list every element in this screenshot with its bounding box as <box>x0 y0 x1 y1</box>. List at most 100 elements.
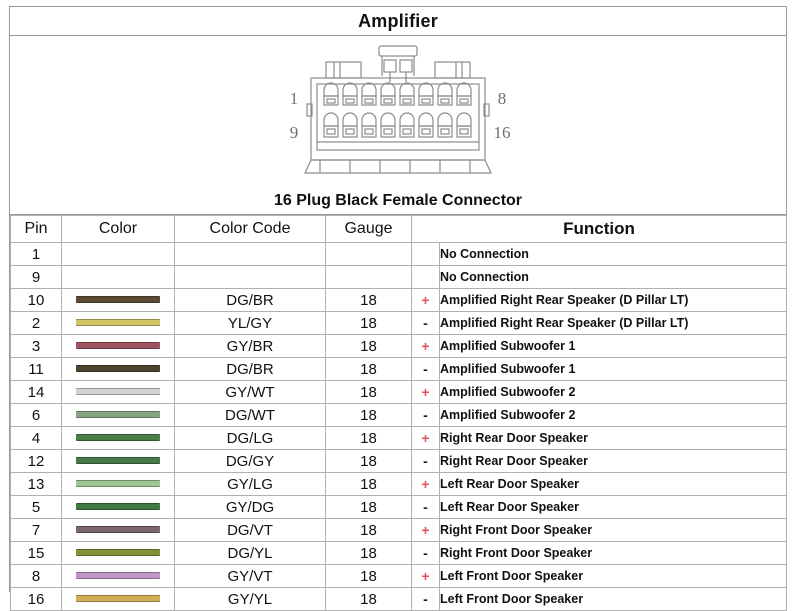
cell-function: Right Rear Door Speaker <box>438 449 788 473</box>
cell-color-code: YL/GY <box>174 311 326 335</box>
cell-pin: 2 <box>10 311 62 335</box>
connector-pin-label-bottom-left: 9 <box>290 123 299 142</box>
cell-gauge: 18 <box>325 288 412 312</box>
cell-gauge: 18 <box>325 357 412 381</box>
cell-gauge: 18 <box>325 311 412 335</box>
cell-polarity: + <box>411 564 440 588</box>
wire-color-swatch <box>76 411 160 419</box>
cell-color-code: GY/WT <box>174 380 326 404</box>
cell-pin: 16 <box>10 587 62 611</box>
wire-color-swatch <box>76 480 160 488</box>
cell-polarity: + <box>411 334 440 358</box>
cell-polarity: - <box>411 587 440 611</box>
cell-pin: 7 <box>10 518 62 542</box>
column-header-pin: Pin <box>10 215 62 243</box>
cell-wire-color <box>61 311 175 335</box>
cell-function: No Connection <box>438 265 788 289</box>
wire-color-swatch <box>76 526 160 534</box>
cell-color-code <box>174 242 326 266</box>
diagram-frame: Amplifier <box>9 6 788 611</box>
cell-polarity: - <box>411 495 440 519</box>
wire-color-swatch <box>76 365 160 373</box>
cell-function: Amplified Right Rear Speaker (D Pillar L… <box>438 288 788 312</box>
wire-color-swatch <box>76 503 160 511</box>
wire-color-swatch <box>76 388 160 396</box>
cell-wire-color <box>61 472 175 496</box>
cell-color-code: DG/VT <box>174 518 326 542</box>
page-title: Amplifier <box>358 10 438 31</box>
cell-function: Amplified Subwoofer 2 <box>438 403 788 427</box>
cell-wire-color <box>61 426 175 450</box>
wire-color-swatch <box>76 319 160 327</box>
cell-pin: 8 <box>10 564 62 588</box>
column-header-gauge: Gauge <box>325 215 412 243</box>
cell-pin: 6 <box>10 403 62 427</box>
connector-pin-label-bottom-right: 16 <box>494 123 511 142</box>
cell-polarity: - <box>411 311 440 335</box>
cell-polarity: + <box>411 288 440 312</box>
cell-wire-color <box>61 449 175 473</box>
cell-function: No Connection <box>438 242 788 266</box>
cell-pin: 5 <box>10 495 62 519</box>
cell-wire-color <box>61 265 175 289</box>
cell-wire-color <box>61 403 175 427</box>
wire-color-swatch <box>76 434 160 442</box>
cell-polarity: - <box>411 449 440 473</box>
wire-color-swatch <box>76 296 160 304</box>
cell-function: Right Front Door Speaker <box>438 518 788 542</box>
cell-polarity <box>411 265 440 289</box>
connector-pin-label-top-right: 8 <box>498 89 507 108</box>
cell-polarity <box>411 242 440 266</box>
cell-wire-color <box>61 495 175 519</box>
connector-drawing: 1 8 9 16 <box>290 45 511 174</box>
cell-color-code: GY/LG <box>174 472 326 496</box>
cell-wire-color <box>61 564 175 588</box>
cell-pin: 12 <box>10 449 62 473</box>
cell-wire-color <box>61 587 175 611</box>
column-header-color: Color <box>61 215 175 243</box>
cell-function: Amplified Right Rear Speaker (D Pillar L… <box>438 311 788 335</box>
connector-caption-band: 16 Plug Black Female Connector <box>10 188 786 215</box>
cell-pin: 4 <box>10 426 62 450</box>
cell-wire-color <box>61 242 175 266</box>
cell-color-code: DG/GY <box>174 449 326 473</box>
cell-function: Left Rear Door Speaker <box>438 495 788 519</box>
cell-function: Left Rear Door Speaker <box>438 472 788 496</box>
cell-color-code: DG/BR <box>174 357 326 381</box>
cell-wire-color <box>61 357 175 381</box>
wire-color-swatch <box>76 572 160 580</box>
cell-pin: 14 <box>10 380 62 404</box>
cell-gauge: 18 <box>325 403 412 427</box>
cell-function: Left Front Door Speaker <box>438 587 788 611</box>
cell-pin: 1 <box>10 242 62 266</box>
cell-wire-color <box>61 518 175 542</box>
cell-gauge: 18 <box>325 426 412 450</box>
cell-gauge: 18 <box>325 380 412 404</box>
cell-pin: 13 <box>10 472 62 496</box>
cell-polarity: - <box>411 357 440 381</box>
cell-gauge: 18 <box>325 564 412 588</box>
cell-pin: 3 <box>10 334 62 358</box>
cell-polarity: + <box>411 472 440 496</box>
cell-function: Amplified Subwoofer 1 <box>438 357 788 381</box>
cell-function: Amplified Subwoofer 2 <box>438 380 788 404</box>
cell-function: Right Rear Door Speaker <box>438 426 788 450</box>
cell-function: Left Front Door Speaker <box>438 564 788 588</box>
cell-color-code: GY/BR <box>174 334 326 358</box>
wire-color-swatch <box>76 595 160 603</box>
cell-color-code: GY/YL <box>174 587 326 611</box>
cell-gauge <box>325 242 412 266</box>
cell-color-code: GY/DG <box>174 495 326 519</box>
